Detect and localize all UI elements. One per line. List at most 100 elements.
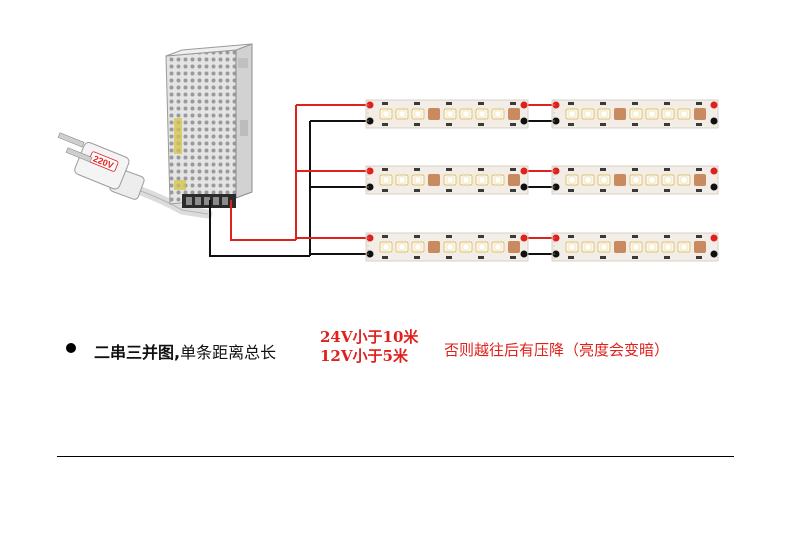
led-lens <box>446 110 454 118</box>
wiring-diagram: 220V <box>57 43 719 262</box>
smd-part <box>478 168 484 171</box>
led-strip-segment <box>551 99 719 129</box>
positive-pad <box>366 234 374 242</box>
led-lens <box>568 243 576 251</box>
led-lens <box>494 243 502 251</box>
led-lens <box>398 243 406 251</box>
caption-lead: 二串三并图,单条距离总长 <box>94 339 276 363</box>
positive-pad <box>552 101 560 109</box>
smd-part <box>664 102 670 105</box>
smd-part <box>632 256 638 259</box>
led-lens <box>494 176 502 184</box>
negative-pad <box>552 250 560 258</box>
led-lens <box>414 110 422 118</box>
negative-pad <box>520 117 528 125</box>
power-plug-icon: 220V <box>57 132 213 219</box>
led-strip-segment <box>365 165 529 195</box>
led-lens <box>664 110 672 118</box>
led-lens <box>446 243 454 251</box>
led-lens <box>478 243 486 251</box>
smd-part <box>632 123 638 126</box>
smd-part <box>414 123 420 126</box>
smd-part <box>478 235 484 238</box>
resistor-chip <box>428 108 440 120</box>
smd-part <box>632 189 638 192</box>
smd-part <box>382 123 388 126</box>
smd-part <box>510 102 516 105</box>
led-lens <box>632 110 640 118</box>
smd-part <box>414 102 420 105</box>
smd-part <box>568 123 574 126</box>
led-lens <box>382 110 390 118</box>
smd-part <box>568 102 574 105</box>
smd-part <box>664 256 670 259</box>
led-lens <box>462 110 470 118</box>
smd-part <box>382 256 388 259</box>
led-lens <box>584 176 592 184</box>
positive-pad <box>520 234 528 242</box>
smd-part <box>696 102 702 105</box>
led-strip-segment <box>551 232 719 262</box>
smd-part <box>632 235 638 238</box>
smd-part <box>568 235 574 238</box>
smd-part <box>510 235 516 238</box>
positive-pad <box>520 167 528 175</box>
smd-part <box>664 189 670 192</box>
divider-line <box>57 456 734 457</box>
positive-pad <box>366 167 374 175</box>
smd-part <box>600 168 606 171</box>
negative-pad <box>710 117 718 125</box>
smd-part <box>568 256 574 259</box>
voltage-drop-warning: 否则越往后有压降（亮度会变暗） <box>444 341 670 359</box>
led-lens <box>664 243 672 251</box>
resistor-chip <box>694 108 706 120</box>
smd-part <box>600 189 606 192</box>
smd-part <box>600 123 606 126</box>
positive-pad <box>710 234 718 242</box>
led-lens <box>494 110 502 118</box>
resistor-chip <box>428 241 440 253</box>
led-strip-segment <box>365 232 529 262</box>
limit-12v: 12V小于5米 <box>320 347 408 365</box>
positive-feed-wire <box>230 200 296 241</box>
smd-part <box>478 256 484 259</box>
smd-part <box>600 102 606 105</box>
smd-part <box>446 168 452 171</box>
led-lens <box>648 176 656 184</box>
negative-pad <box>366 117 374 125</box>
caption-length-text: 单条距离总长 <box>180 343 277 362</box>
led-lens <box>680 243 688 251</box>
smd-part <box>696 123 702 126</box>
smd-part <box>568 168 574 171</box>
smd-part <box>382 235 388 238</box>
smd-part <box>382 102 388 105</box>
negative-pad <box>520 183 528 191</box>
smd-part <box>696 168 702 171</box>
smd-part <box>446 102 452 105</box>
led-lens <box>584 110 592 118</box>
positive-pad <box>520 101 528 109</box>
smd-part <box>510 123 516 126</box>
resistor-chip <box>614 174 626 186</box>
positive-pad <box>710 167 718 175</box>
negative-pad <box>520 250 528 258</box>
led-lens <box>648 110 656 118</box>
led-lens <box>462 243 470 251</box>
led-lens <box>382 243 390 251</box>
bullet-dot <box>66 343 76 353</box>
smd-part <box>600 256 606 259</box>
power-supply-icon <box>165 43 253 208</box>
caption-title: 二串三并图, <box>94 343 181 362</box>
resistor-chip <box>614 241 626 253</box>
smd-part <box>382 189 388 192</box>
led-lens <box>584 243 592 251</box>
led-lens <box>632 243 640 251</box>
limit-24v: 24V小于10米 <box>320 328 419 346</box>
smd-part <box>632 102 638 105</box>
smd-part <box>600 235 606 238</box>
resistor-chip <box>694 174 706 186</box>
led-lens <box>414 243 422 251</box>
led-lens <box>382 176 390 184</box>
led-lens <box>478 110 486 118</box>
smd-part <box>446 189 452 192</box>
